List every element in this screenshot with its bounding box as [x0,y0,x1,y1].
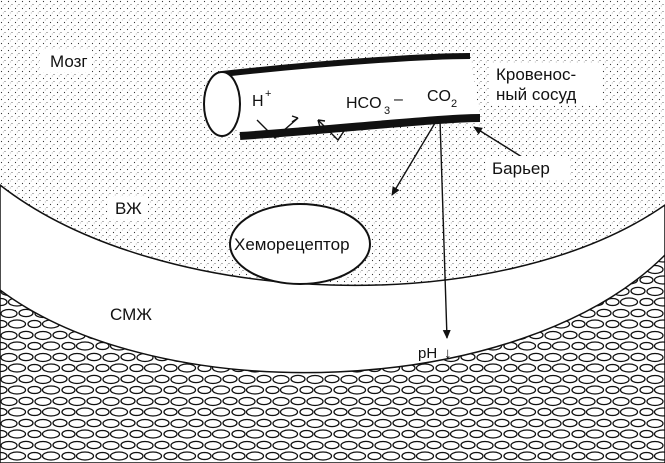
chemoreceptor-label: Хеморецептор [234,235,350,254]
vessel-opening [204,72,240,136]
csf-label: СМЖ [110,305,152,324]
co2-symbol: CO [427,88,451,105]
ph-indicator: pH ↓ [418,345,452,362]
bicarbonate-charge: – [394,91,403,108]
co2-subscript: 2 [451,98,457,110]
ph-label: pH [418,345,437,362]
isf-label: ВЖ [115,199,142,218]
barrier-label: Барьер [492,159,550,178]
vessel-label-line2: ный сосуд [496,85,576,104]
bicarbonate-subscript: 3 [384,105,390,117]
vessel-label-line1: Кровенос- [496,65,576,84]
hydrogen-symbol: H [252,93,264,110]
ph-down-arrow: ↓ [444,345,452,362]
bicarbonate-symbol: HCO [346,95,382,112]
hydrogen-charge: + [265,88,271,100]
brain-label: Мозг [50,52,88,71]
